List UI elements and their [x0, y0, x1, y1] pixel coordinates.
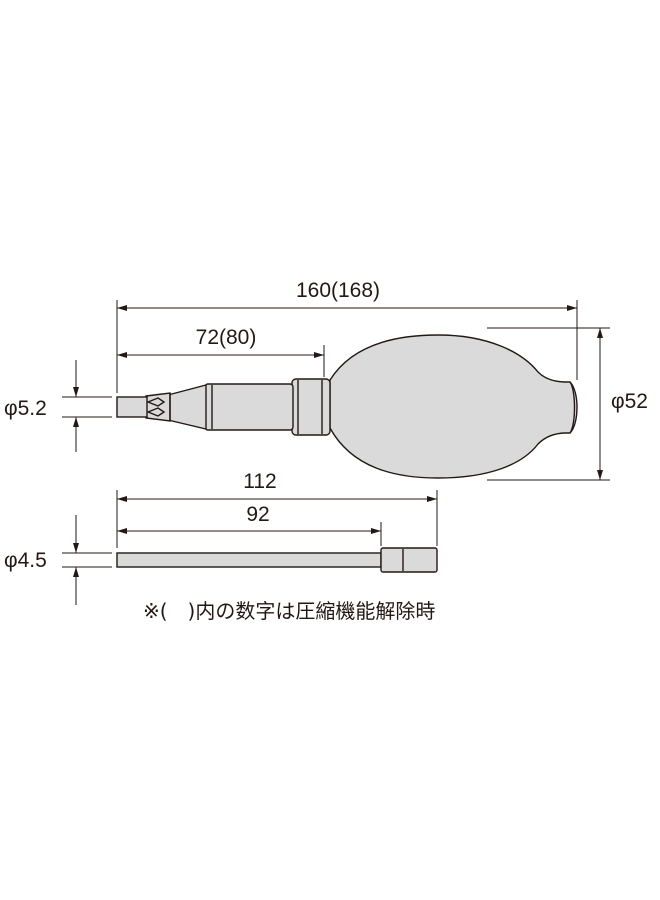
dimension-lines: [62, 300, 610, 605]
bulb: [329, 334, 578, 479]
brush-shaft-length-label: 92: [246, 503, 269, 526]
nozzle-taper: [167, 384, 207, 430]
brush-head: [380, 547, 438, 573]
nozzle-clip: [145, 392, 171, 422]
nozzle-tip: [116, 396, 148, 418]
blower-drawing: [116, 334, 578, 479]
bulb-end-cap: [569, 381, 576, 434]
brush-diameter-label: φ4.5: [4, 549, 47, 572]
brush-drawing: [116, 547, 438, 573]
nozzle-length-label: 72(80): [196, 326, 257, 349]
footnote: ※( )内の数字は圧縮機能解除時: [143, 599, 435, 623]
nozzle-diameter-label: φ5.2: [4, 397, 47, 420]
bulb-diameter-label: φ52: [611, 390, 648, 413]
nozzle-shaft: [204, 383, 294, 431]
brush-shaft: [116, 552, 382, 568]
brush-length-label: 112: [243, 470, 276, 493]
overall-length-label: 160(168): [296, 279, 380, 302]
